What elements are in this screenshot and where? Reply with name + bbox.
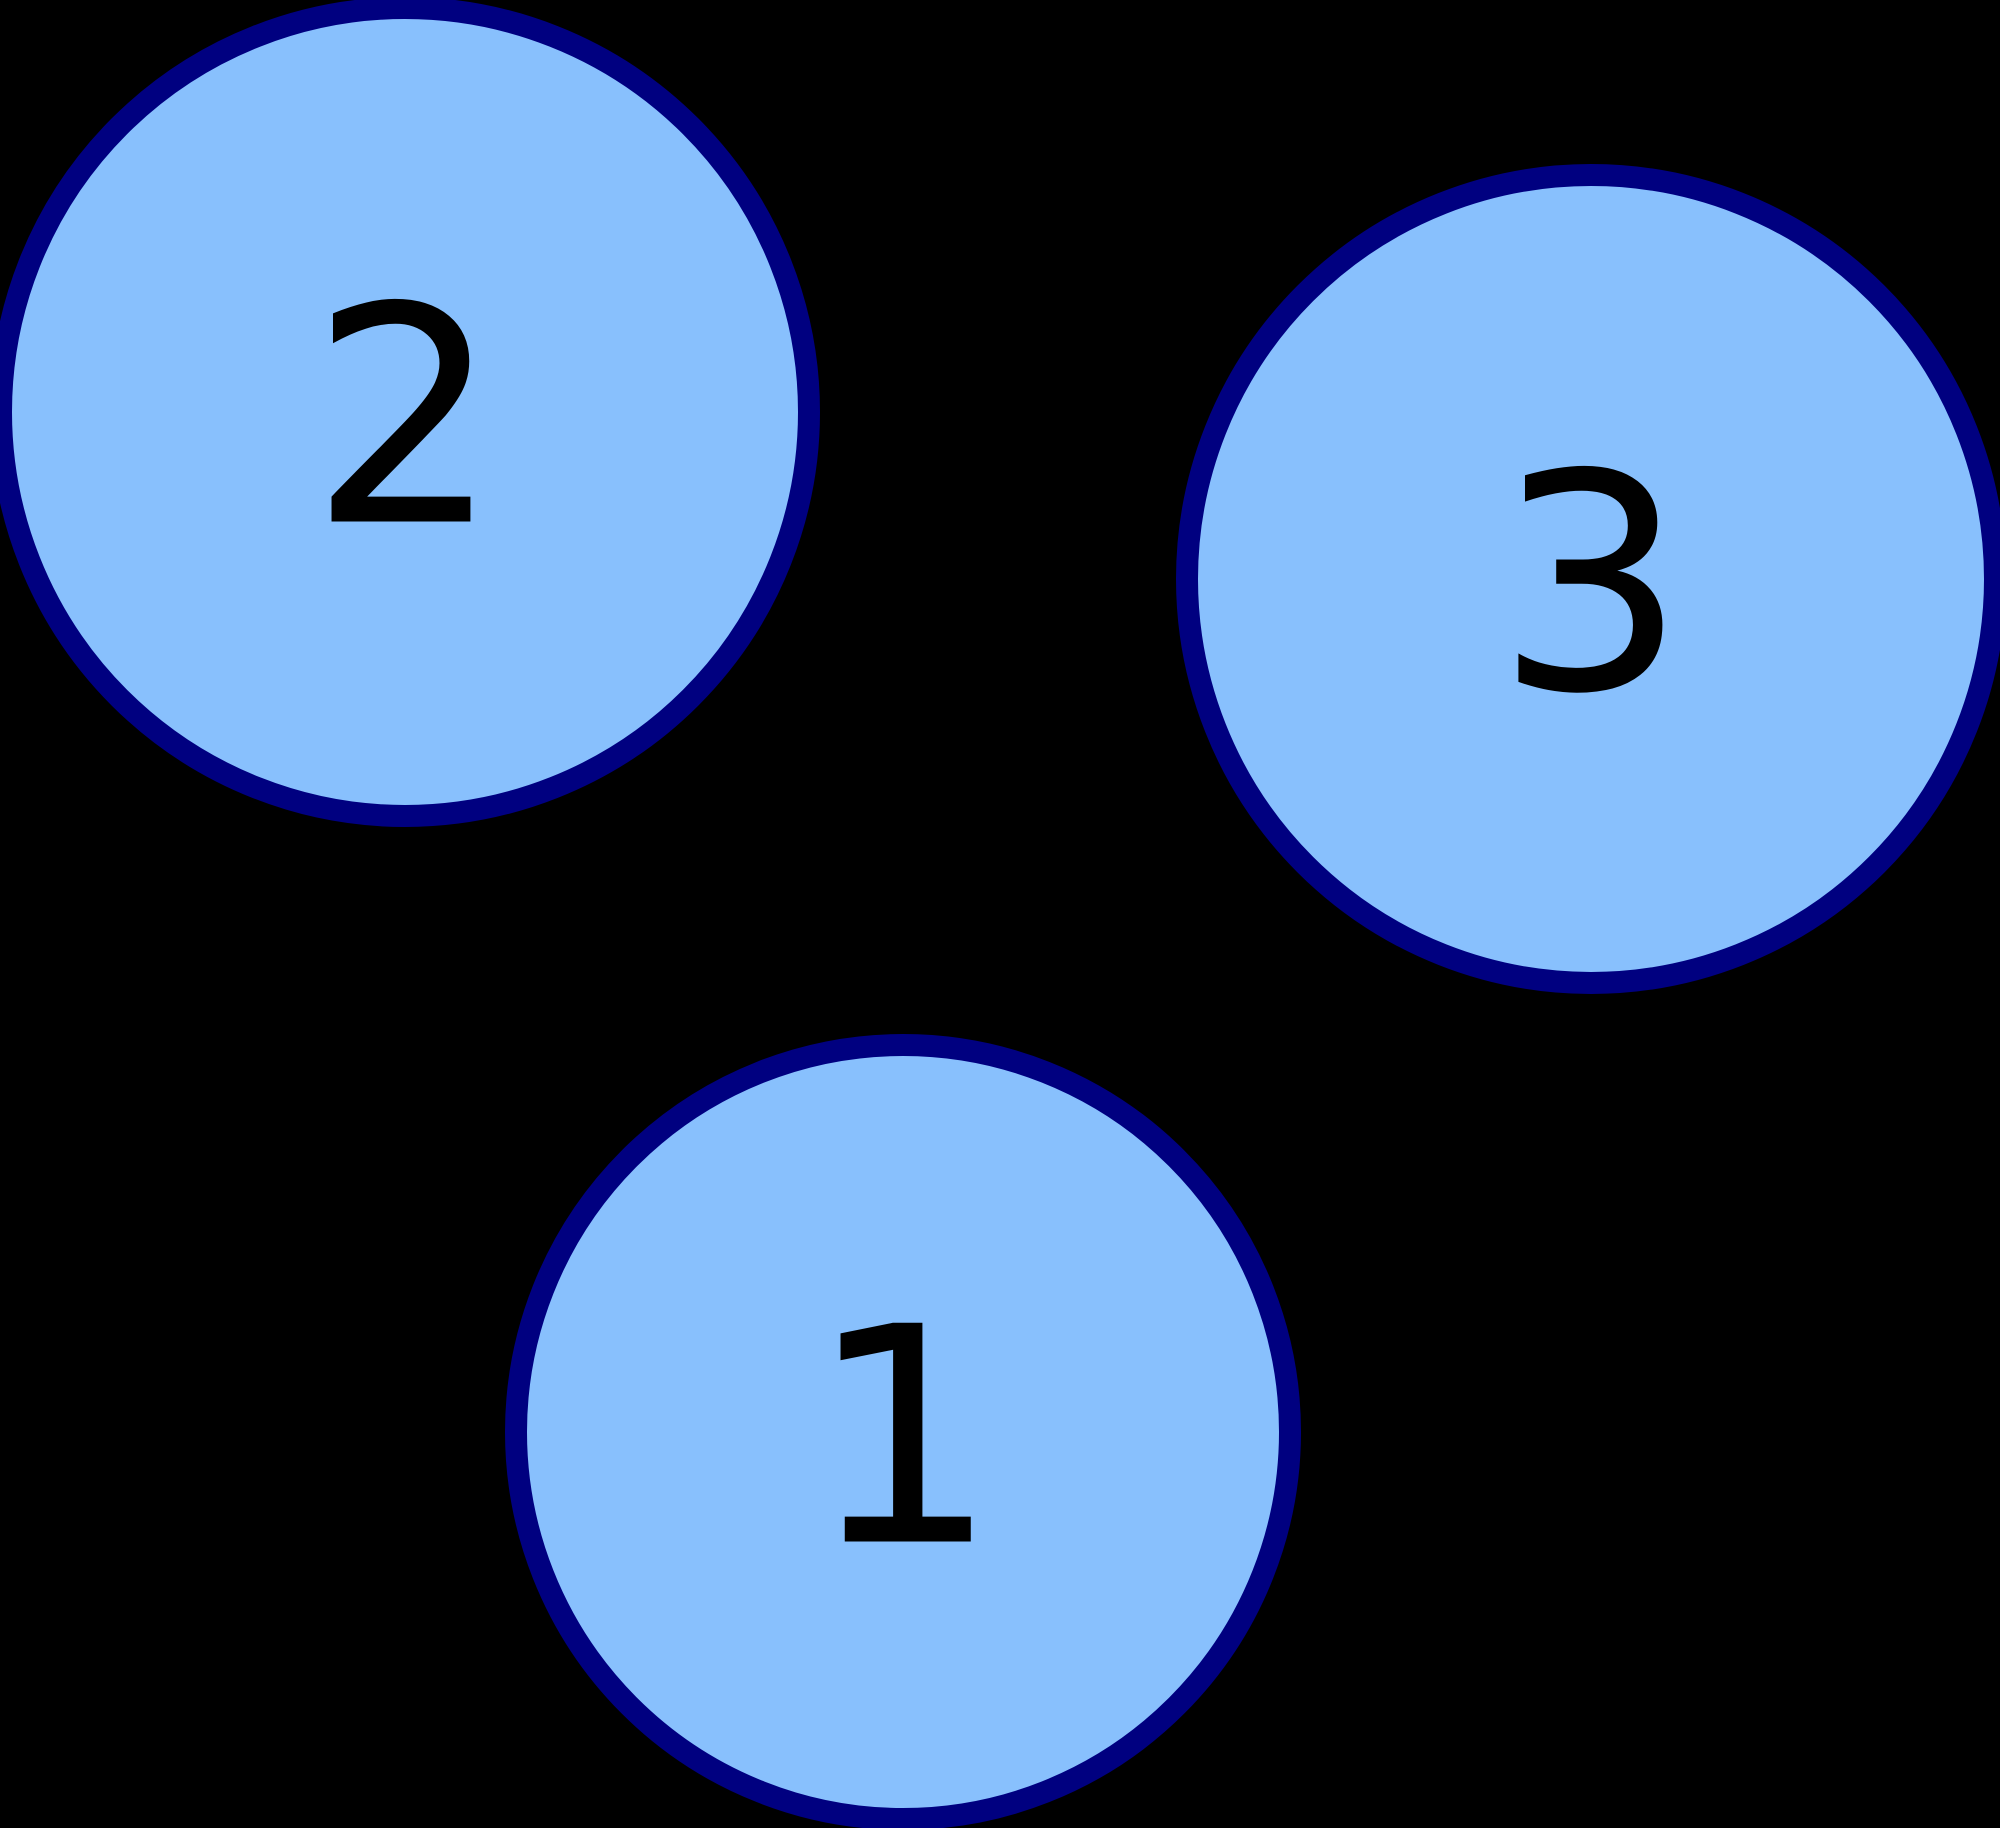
- node-3[interactable]: 3: [1176, 164, 2000, 994]
- node-1-circle[interactable]: [505, 1034, 1301, 1828]
- node-3-label: 3: [1496, 411, 1687, 760]
- node-1-label: 1: [808, 1264, 999, 1613]
- node-1[interactable]: 1: [505, 1034, 1301, 1828]
- node-2-circle[interactable]: [0, 0, 820, 827]
- node-2[interactable]: 2: [0, 0, 820, 827]
- node-3-circle[interactable]: [1176, 164, 2000, 994]
- node-2-label: 2: [310, 244, 501, 593]
